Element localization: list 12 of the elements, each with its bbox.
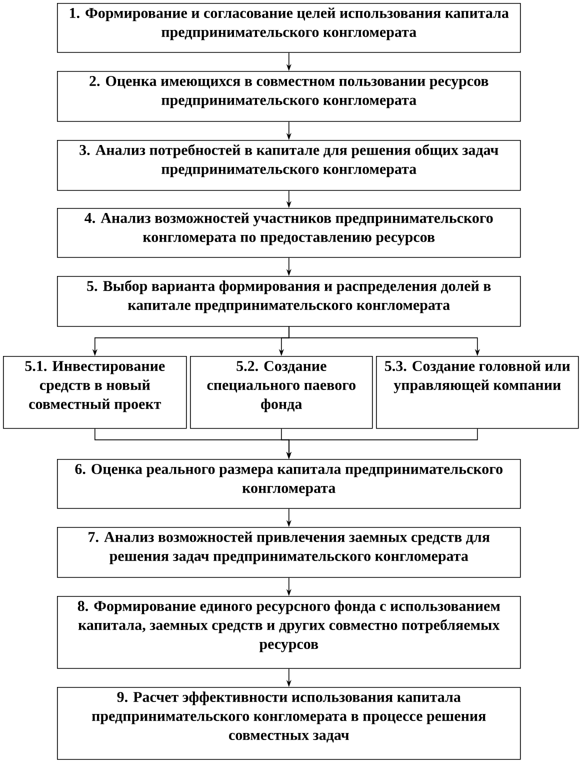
process-box: 1. Формирование и согласование целей использования капитала предпринимательского конгломерата (57, 3, 521, 53)
process-box: 7. Анализ возможностей привлечения заемных средств для решения задач предпринимательского конгломерата (57, 527, 521, 578)
process-box: 4. Анализ возможностей участников предпринимательского конгломерата по предоставлению ресурсов (57, 208, 521, 258)
process-box: 9. Расчет эффективности использования капитала предпринимательского конгломерата в процессе решения совместных задач (57, 687, 521, 760)
process-box: 5.2. Создание специального паевого фонда (190, 356, 373, 429)
process-box: 5.1. Инвестирование средств в новый совместный проект (3, 356, 187, 429)
process-box: 6. Оценка реального размера капитала предпринимательского конгломерата (57, 459, 521, 509)
process-box: 5.3. Создание головной или управляющей компании (376, 356, 579, 429)
process-box: 8. Формирование единого ресурсного фонда с использованием капитала, заемных средств и других совместно потребляемых ресурсов (57, 596, 521, 669)
process-box: 3. Анализ потребностей в капитале для решения общих задач предпринимательского конгломерата (57, 140, 521, 191)
process-box: 2. Оценка имеющихся в совместном пользовании ресурсов предпринимательского конгломерата (57, 71, 521, 122)
process-box: 5. Выбор варианта формирования и распределения долей в капитале предпринимательского конгломерата (57, 276, 521, 327)
